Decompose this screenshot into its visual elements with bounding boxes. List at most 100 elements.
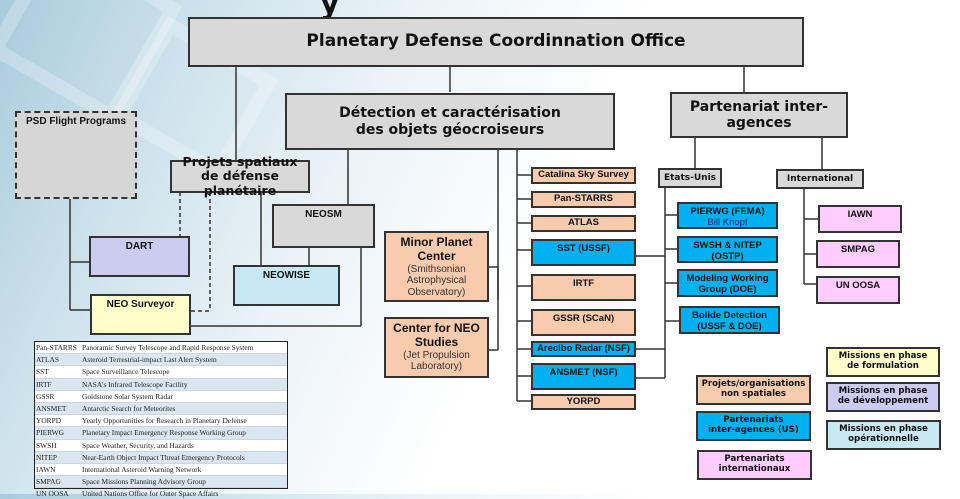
space-projects-line2: de défense planétaire bbox=[201, 168, 279, 198]
acronym-row: NITEP Near-Earth Object Impact Threat Eme… bbox=[35, 451, 287, 464]
acronym-abbr: YORPD bbox=[36, 416, 62, 426]
survey-box: Pan-STARRS bbox=[531, 191, 636, 208]
acronym-table: Pan-STARRS Panoramic Survey Telescope and… bbox=[34, 341, 288, 498]
survey-label: Pan-STARRS bbox=[554, 193, 613, 205]
us-partner-line2: Bill Knopf bbox=[707, 216, 748, 228]
root-box: Planetary Defense Coordinnation Office bbox=[188, 17, 804, 67]
key-formulation: Missions en phase de formulation bbox=[826, 347, 940, 377]
acronym-full: Space Surveillance Telescope bbox=[82, 367, 170, 377]
us-box: Etats-Unis bbox=[658, 168, 722, 188]
survey-label: GSSR (SCaN) bbox=[552, 313, 615, 324]
key-line1: Projets/organisations bbox=[701, 379, 806, 390]
us-partner-box: Bolide Detection (USSF & DOE) bbox=[679, 306, 780, 334]
mpc-org3: Observatory) bbox=[407, 286, 466, 298]
survey-label: SST (USSF) bbox=[557, 243, 610, 254]
us-partner-line2: (USSF & DOE) bbox=[697, 320, 762, 332]
dart-box: DART bbox=[89, 236, 190, 277]
page-title-fragment: y bbox=[320, 0, 340, 21]
acronym-abbr: SST bbox=[36, 367, 49, 377]
space-projects-box: Projets spatiaux de défense planétaire bbox=[170, 154, 310, 197]
acronym-full: Panoramic Survey Telescope and Rapid Res… bbox=[82, 343, 254, 353]
neo-surveyor-label: NEO Surveyor bbox=[106, 299, 175, 310]
detection-line1: Détection et caractérisation bbox=[339, 105, 561, 122]
root-label: Planetary Defense Coordinnation Office bbox=[306, 31, 686, 52]
us-partner-line1: PIERWG (FEMA) bbox=[690, 206, 765, 217]
acronym-full: NASA's Infrared Telescope Facility bbox=[82, 379, 188, 389]
neowise-label: NEOWISE bbox=[262, 270, 311, 281]
dart-label: DART bbox=[125, 241, 154, 252]
acronym-full: Space Weather, Security, and Hazards bbox=[82, 440, 194, 450]
us-partner-box: PIERWG (FEMA) Bill Knopf bbox=[677, 202, 778, 229]
key-us-interagency: Partenariats inter-agences (US) bbox=[696, 411, 811, 441]
intl-partner-label: UN OOSA bbox=[835, 280, 881, 291]
detection-box: Détection et caractérisation des objets … bbox=[285, 93, 615, 150]
acronym-full: Yearly Opportunities for Research in Pla… bbox=[82, 416, 247, 426]
acronym-row: IRTF NASA's Infrared Telescope Facility bbox=[35, 378, 287, 391]
acronym-full: Space Missions Planning Advisory Group bbox=[82, 477, 206, 487]
intl-partner-box: UN OOSA bbox=[816, 276, 900, 304]
acronym-abbr: GSSR bbox=[36, 391, 55, 401]
survey-label: ATLAS bbox=[568, 217, 599, 229]
cneos-name2: Studies bbox=[414, 334, 459, 349]
acronym-abbr: IRTF bbox=[36, 379, 52, 389]
international-label: International bbox=[786, 173, 854, 184]
neosm-label: NEOSM bbox=[305, 209, 342, 220]
acronym-full: Goldstone Solar System Radar bbox=[82, 391, 173, 401]
acronym-row: ATLAS Asteroid Terrestrial-impact Last Al… bbox=[35, 354, 287, 367]
survey-box: ATLAS bbox=[531, 215, 636, 232]
neosm-box: NEOSM bbox=[272, 204, 375, 248]
key-line2: non spatiales bbox=[721, 389, 786, 399]
survey-label: ANSMET (NSF) bbox=[549, 367, 618, 378]
us-partner-line2: (OSTP) bbox=[711, 250, 744, 262]
key-line2: opérationnelle bbox=[848, 434, 919, 444]
acronym-row: SST Space Surveillance Telescope bbox=[35, 366, 287, 379]
acronym-full: International Asteroid Warning Network bbox=[82, 464, 202, 474]
intl-partner-box: SMPAG bbox=[816, 240, 900, 268]
acronym-abbr: NITEP bbox=[36, 452, 57, 462]
minor-planet-center-box: Minor Planet Center (Smithsonian Astroph… bbox=[384, 231, 489, 302]
acronym-row: GSSR Goldstone Solar System Radar bbox=[35, 391, 287, 403]
survey-box: IRTF bbox=[531, 274, 636, 301]
mpc-org1: (Smithsonian bbox=[407, 263, 466, 275]
us-partner-line1: SWSH & NITEP bbox=[693, 240, 762, 251]
psd-flight-programs-box: PSD Flight Programs bbox=[15, 111, 137, 199]
us-partner-box: Modeling Working Group (DOE) bbox=[677, 269, 778, 297]
neo-surveyor-box: NEO Surveyor bbox=[90, 294, 191, 335]
us-partner-line2: Group (DOE) bbox=[698, 283, 757, 295]
us-partner-line1: Bolide Detection bbox=[692, 310, 767, 321]
us-partner-box: SWSH & NITEP (OSTP) bbox=[677, 236, 778, 263]
acronym-abbr: Pan-STARRS bbox=[36, 343, 77, 353]
cneos-box: Center for NEO Studies (Jet Propulsion L… bbox=[384, 317, 489, 378]
key-line2: inter-agences (US) bbox=[708, 425, 799, 435]
survey-box: GSSR (SCaN) bbox=[531, 309, 636, 336]
acronym-full: Asteroid Terrestrial-impact Last Alert S… bbox=[82, 355, 217, 365]
international-box: International bbox=[776, 169, 864, 189]
mpc-name2: Center bbox=[417, 248, 456, 263]
key-line1: Missions en phase bbox=[838, 386, 928, 397]
key-non-space: Projets/organisations non spatiales bbox=[696, 375, 811, 405]
us-label: Etats-Unis bbox=[663, 172, 717, 183]
acronym-row: YORPD Yearly Opportunities for Research i… bbox=[35, 415, 287, 428]
space-projects-line1: Projets spatiaux bbox=[182, 153, 298, 169]
key-line1: Missions en phase bbox=[839, 424, 928, 435]
cneos-org1: (Jet Propulsion bbox=[403, 349, 470, 361]
mpc-name1: Minor Planet bbox=[400, 235, 473, 249]
acronym-full: Near-Earth Object Impact Threat Emergenc… bbox=[82, 452, 245, 462]
survey-label: Catalina Sky Survey bbox=[538, 169, 629, 181]
cneos-name1: Center for NEO bbox=[393, 321, 480, 335]
acronym-abbr: ANSMET bbox=[36, 404, 67, 414]
psd-flight-programs-label: PSD Flight Programs bbox=[25, 116, 126, 127]
acronym-abbr: ATLAS bbox=[36, 355, 59, 365]
survey-label: Arecibo Radar (NSF) bbox=[537, 342, 630, 354]
survey-label: YORPD bbox=[566, 395, 601, 407]
survey-box: Catalina Sky Survey bbox=[531, 167, 636, 184]
acronym-row: Pan-STARRS Panoramic Survey Telescope and… bbox=[35, 342, 287, 355]
key-line2: de formulation bbox=[847, 361, 919, 371]
intl-partner-label: SMPAG bbox=[840, 244, 876, 255]
survey-label: IRTF bbox=[572, 278, 595, 289]
acronym-abbr: PIERWG bbox=[36, 428, 64, 438]
